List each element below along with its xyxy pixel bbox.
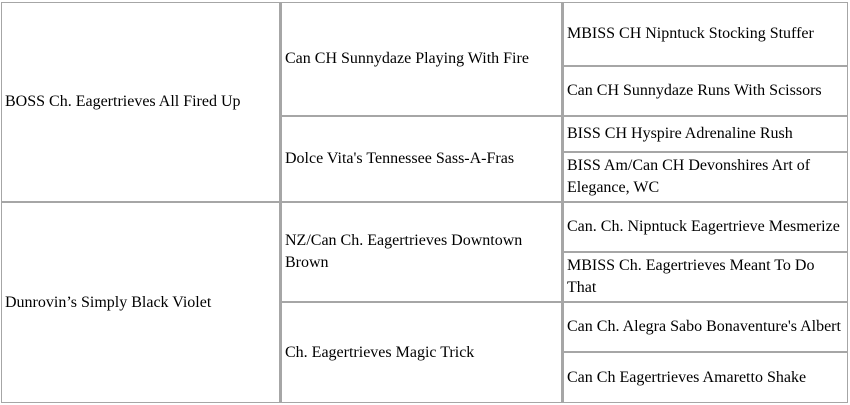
sire-dam-cell: Dolce Vita's Tennessee Sass-A-Fras xyxy=(280,116,562,202)
ancestor-cell-1: MBISS CH Nipntuck Stocking Stuffer xyxy=(562,2,848,66)
ancestor-name-7: Can Ch. Alegra Sabo Bonaventure's Albert xyxy=(567,318,841,335)
ancestor-name-5: Can. Ch. Nipntuck Eagertrieve Mesmerize xyxy=(567,218,840,235)
ancestor-name-4: BISS Am/Can CH Devonshires Art of Elegan… xyxy=(567,157,811,196)
dam-dam-name: Ch. Eagertrieves Magic Trick xyxy=(285,343,475,361)
dam-name: Dunrovin’s Simply Black Violet xyxy=(5,293,212,311)
sire-name: BOSS Ch. Eagertrieves All Fired Up xyxy=(5,93,241,110)
ancestor-name-3: BISS CH Hyspire Adrenaline Rush xyxy=(567,125,793,142)
sire-dam-name: Dolce Vita's Tennessee Sass-A-Fras xyxy=(285,150,515,167)
ancestor-name-6: MBISS Ch. Eagertrieves Meant To Do That xyxy=(567,257,815,296)
dam-cell: Dunrovin’s Simply Black Violet xyxy=(1,202,280,403)
ancestor-name-8: Can Ch Eagertrieves Amaretto Shake xyxy=(567,368,807,386)
sire-sire-cell: Can CH Sunnydaze Playing With Fire xyxy=(280,2,562,116)
ancestor-cell-5: Can. Ch. Nipntuck Eagertrieve Mesmerize xyxy=(562,202,848,252)
dam-dam-cell: Ch. Eagertrieves Magic Trick xyxy=(280,302,562,403)
ancestor-cell-2: Can CH Sunnydaze Runs With Scissors xyxy=(562,66,848,116)
ancestor-cell-4: BISS Am/Can CH Devonshires Art of Elegan… xyxy=(562,152,848,202)
ancestor-name-2: Can CH Sunnydaze Runs With Scissors xyxy=(567,82,822,99)
sire-sire-name: Can CH Sunnydaze Playing With Fire xyxy=(285,50,529,67)
ancestor-cell-8: Can Ch Eagertrieves Amaretto Shake xyxy=(562,352,848,403)
ancestor-name-1: MBISS CH Nipntuck Stocking Stuffer xyxy=(567,25,814,42)
dam-sire-cell: NZ/Can Ch. Eagertrieves Downtown Brown xyxy=(280,202,562,302)
ancestor-cell-3: BISS CH Hyspire Adrenaline Rush xyxy=(562,116,848,152)
sire-cell: BOSS Ch. Eagertrieves All Fired Up xyxy=(1,2,280,202)
ancestor-cell-7: Can Ch. Alegra Sabo Bonaventure's Albert xyxy=(562,302,848,352)
ancestor-cell-6: MBISS Ch. Eagertrieves Meant To Do That xyxy=(562,252,848,302)
dam-sire-name: NZ/Can Ch. Eagertrieves Downtown Brown xyxy=(285,232,523,271)
